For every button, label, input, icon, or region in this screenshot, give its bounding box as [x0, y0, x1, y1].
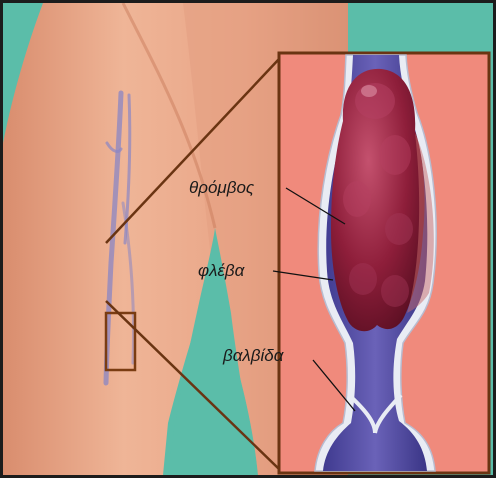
magnified-inset: [279, 53, 489, 473]
valve-label: βαλβίδα: [222, 346, 285, 365]
thrombus-label: θρόμβος: [189, 178, 255, 197]
vein-label: φλέβα: [198, 261, 246, 280]
thrombus: [331, 69, 425, 331]
dvt-illustration: θρόμβος φλέβα βαλβίδα: [3, 3, 493, 475]
